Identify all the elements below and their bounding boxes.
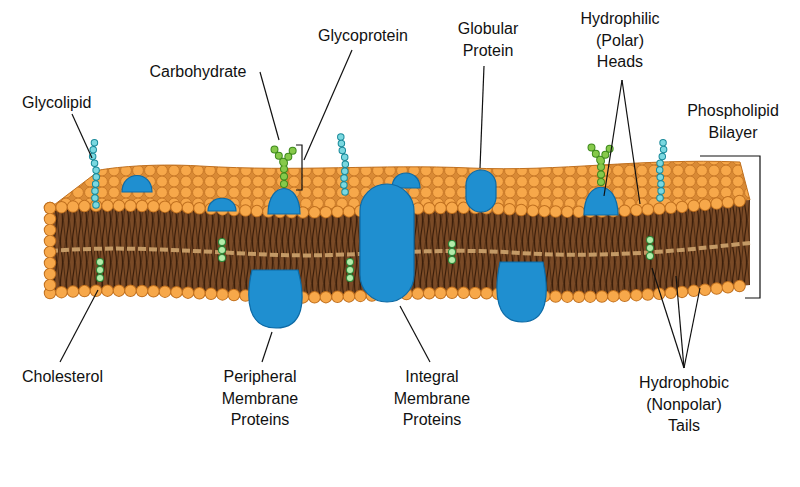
globular-protein-label: Globular Protein	[458, 18, 518, 61]
cholesterol-label: Cholesterol	[22, 366, 103, 388]
carbohydrate-label: Carbohydrate	[150, 61, 247, 83]
hydrophilic-heads-label: Hydrophilic (Polar) Heads	[580, 8, 659, 73]
integral-protein-label: Integral Membrane Proteins	[394, 366, 470, 431]
hydrophobic-tails-label: Hydrophobic (Nonpolar) Tails	[639, 372, 729, 437]
glycolipid-label: Glycolipid	[22, 92, 91, 114]
glycoprotein-label: Glycoprotein	[318, 25, 408, 47]
peripheral-protein-label: Peripheral Membrane Proteins	[222, 366, 298, 431]
bilayer-label: Phospholipid Bilayer	[687, 100, 779, 143]
